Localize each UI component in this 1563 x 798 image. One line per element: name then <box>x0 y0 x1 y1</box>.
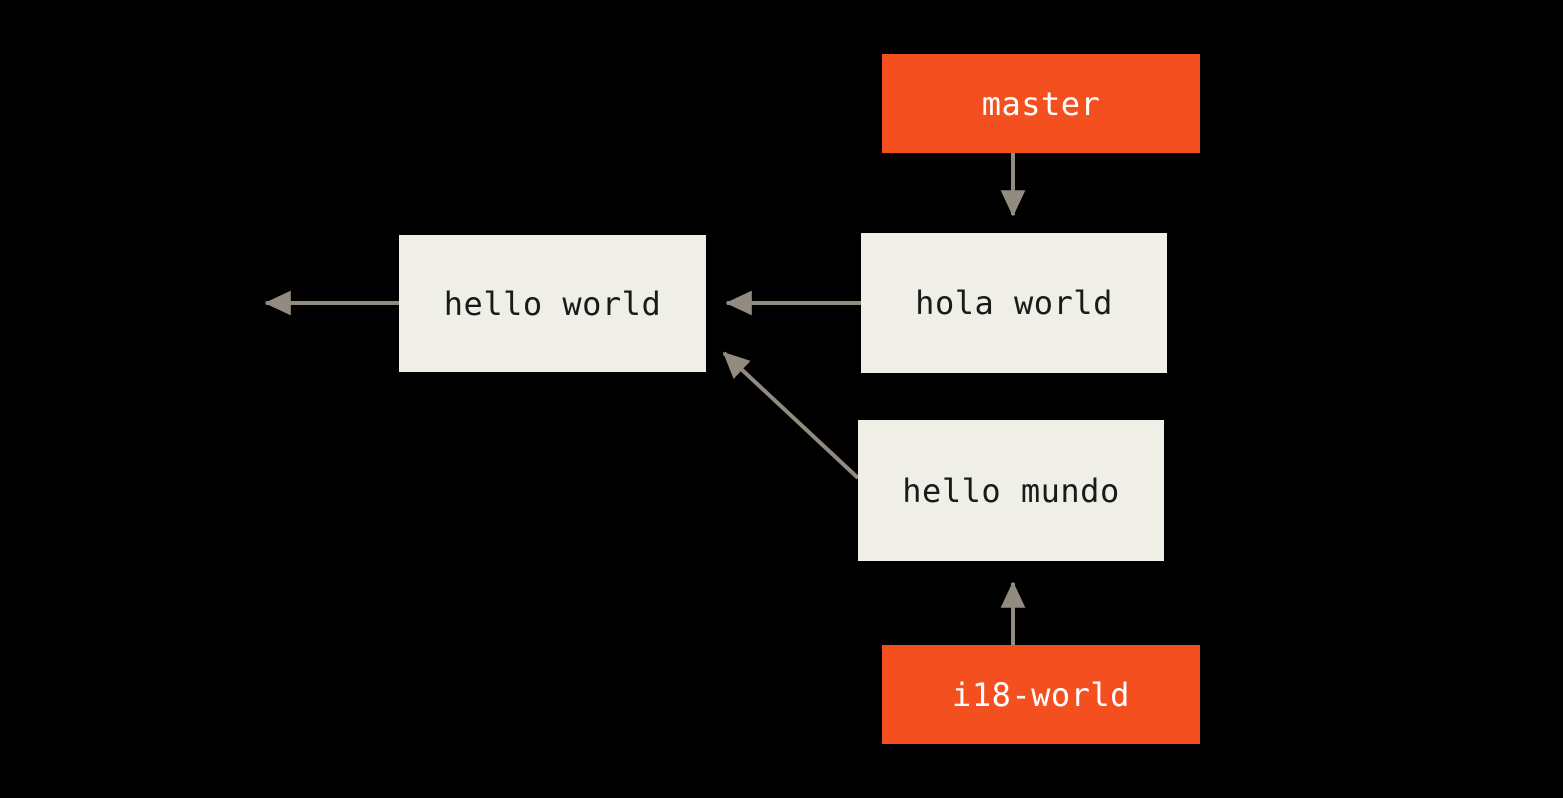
commit-node-hello-mundo[interactable]: hello mundo <box>858 420 1164 561</box>
branch-node-master[interactable]: master <box>882 54 1200 153</box>
branch-node-i18-world[interactable]: i18-world <box>882 645 1200 744</box>
commit-node-hello-world[interactable]: hello world <box>399 235 706 372</box>
commit-node-hola-world[interactable]: hola world <box>861 233 1167 373</box>
edge-hello-mundo-to-hello-world <box>722 351 860 480</box>
